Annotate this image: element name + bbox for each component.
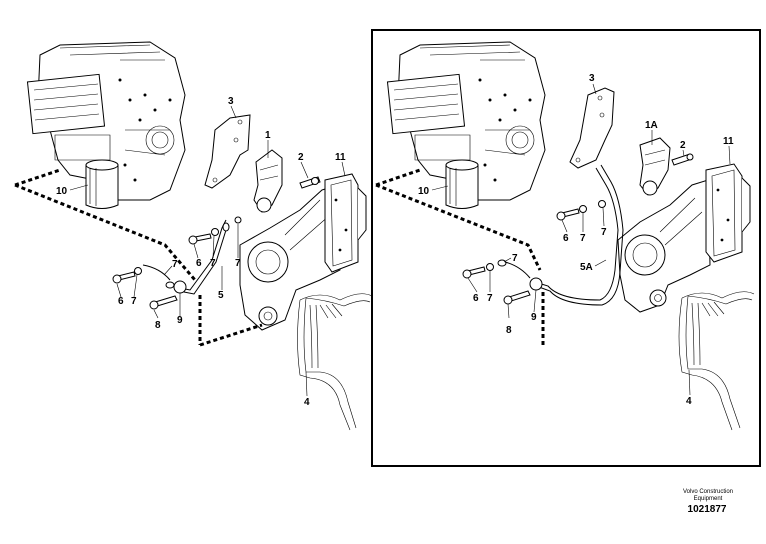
bolt-long-alt [503, 290, 531, 305]
label-part-10-alt: 10 [418, 186, 430, 197]
document-number: 1021877 [688, 504, 727, 515]
label-part-6-upper: 6 [196, 258, 202, 269]
gear-housing [239, 184, 341, 331]
belt-tensioner-alt [639, 137, 671, 196]
belt-tensioner [253, 149, 283, 213]
engine-block-alt [386, 41, 546, 201]
label-part-11: 11 [335, 152, 346, 163]
label-part-4-alt: 4 [686, 396, 692, 407]
label-part-7-lower-a: 7 [131, 296, 137, 307]
label-part-7-upper-b: 7 [235, 258, 241, 269]
label-part-7-upper-a-alt: 7 [580, 233, 586, 244]
oil-filter-alt [445, 159, 479, 209]
label-part-8: 8 [155, 320, 161, 331]
left-assembly: 3 1 2 11 10 6 7 7 5 6 7 7 8 9 4 [14, 41, 373, 431]
label-part-7-upper-b-alt: 7 [601, 227, 607, 238]
label-part-7-lower-b: 7 [172, 259, 178, 270]
label-part-11-alt: 11 [723, 136, 734, 147]
brand-line-1: Volvo Construction [683, 489, 733, 495]
gear-housing-alt [617, 179, 711, 313]
bolt [299, 176, 321, 189]
label-part-9-alt: 9 [531, 312, 537, 323]
label-part-5a: 5A [580, 262, 593, 273]
fastener-set-upper-alt [556, 200, 606, 221]
label-part-10: 10 [56, 186, 68, 197]
label-part-2: 2 [298, 152, 304, 163]
label-part-4: 4 [304, 397, 310, 408]
drive-belt [297, 293, 373, 431]
label-part-6-lower: 6 [118, 296, 124, 307]
bolt-alt [671, 153, 694, 166]
drive-belt-alt [678, 291, 755, 431]
label-part-3-alt: 3 [589, 73, 595, 84]
fastener-set-lower [112, 264, 187, 294]
cover-plate-alt [705, 163, 751, 263]
bolt-long [149, 295, 178, 310]
fastener-set-lower-alt [462, 259, 543, 291]
label-part-7-lower-a-alt: 7 [487, 293, 493, 304]
label-part-1a: 1A [645, 120, 658, 131]
brand-line-2: Equipment [694, 496, 723, 502]
label-part-7-lower-b-alt: 7 [512, 253, 518, 264]
engine-block [26, 41, 186, 201]
label-part-7-upper-a: 7 [210, 258, 216, 269]
oil-filter [85, 159, 119, 209]
label-part-3: 3 [228, 96, 234, 107]
bracket [204, 114, 251, 189]
bracket-alt [569, 87, 615, 169]
label-part-2-alt: 2 [680, 140, 686, 151]
label-part-6-upper-alt: 6 [563, 233, 569, 244]
footer-brand: Volvo Construction Equipment 1021877 [683, 489, 733, 515]
cover-plate [324, 173, 367, 273]
label-part-8-alt: 8 [506, 325, 512, 336]
label-part-1: 1 [265, 130, 271, 141]
label-part-9: 9 [177, 315, 183, 326]
fastener-set-upper [188, 216, 242, 245]
label-part-6-lower-alt: 6 [473, 293, 479, 304]
alternative-variant-frame [371, 29, 761, 467]
right-assembly: 3 1A 2 11 10 6 7 7 5A 6 7 7 8 9 4 [375, 41, 755, 431]
label-part-5: 5 [218, 290, 224, 301]
